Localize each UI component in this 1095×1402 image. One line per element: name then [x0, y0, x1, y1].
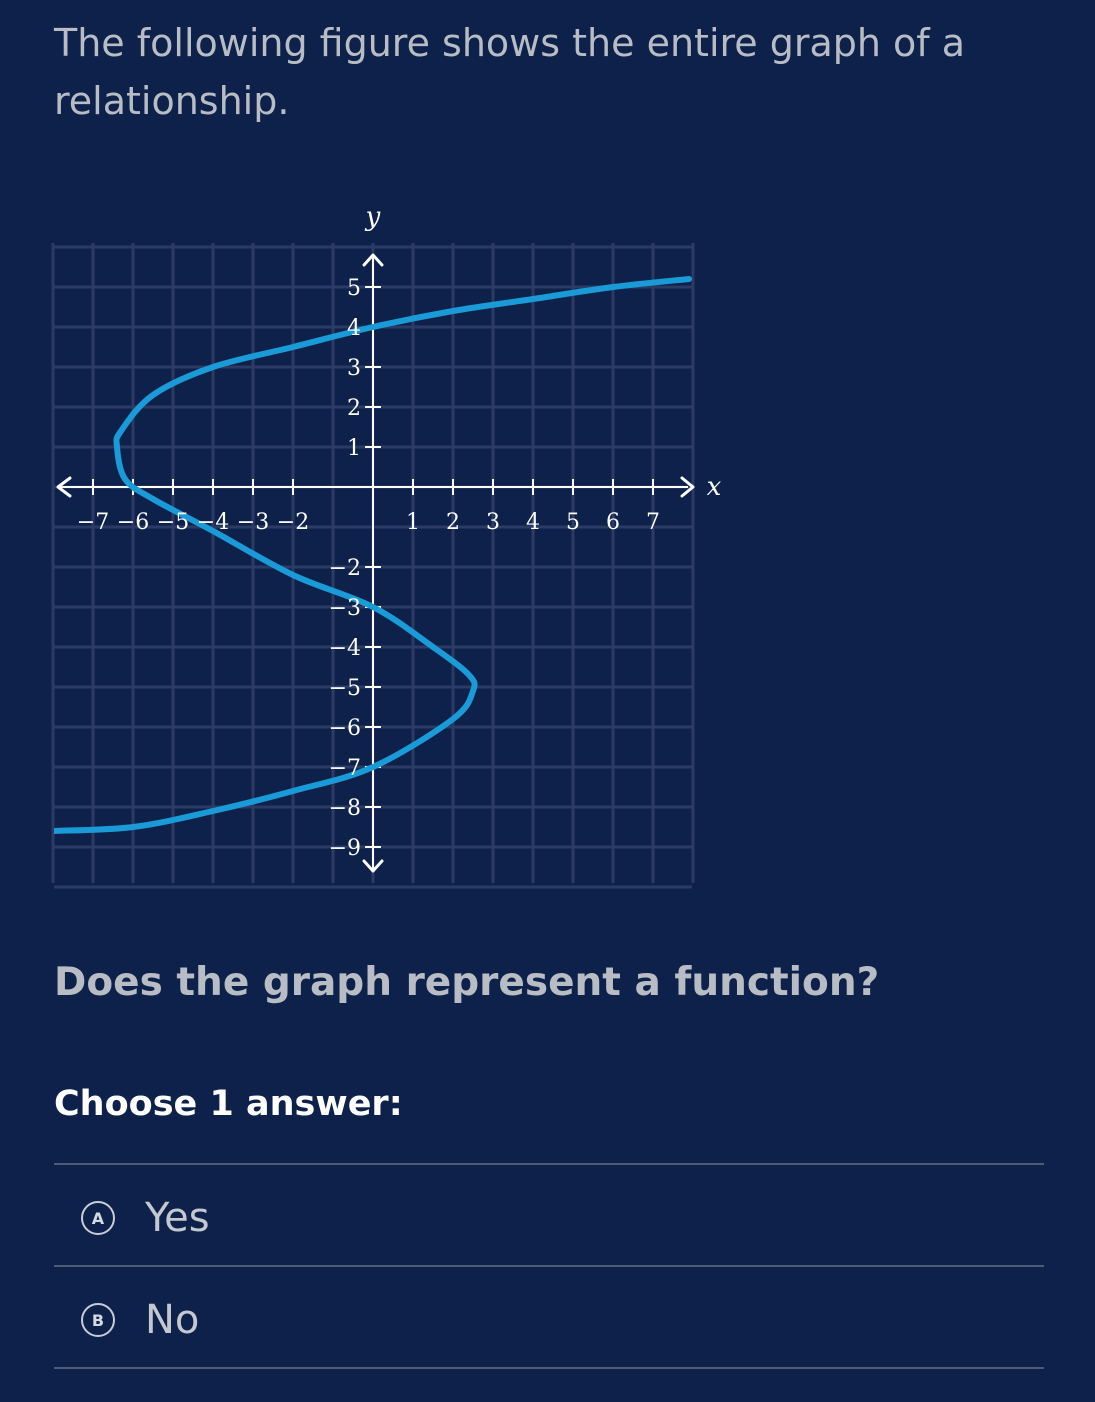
y-tick-label: −4: [329, 636, 361, 661]
y-axis-label: y: [365, 202, 381, 232]
y-axis-arrow-down: [362, 859, 384, 873]
y-tick-label: 5: [347, 276, 361, 301]
question-prompt: The following figure shows the entire gr…: [54, 21, 966, 123]
y-tick-label: −3: [329, 596, 361, 621]
x-axis-label: x: [707, 472, 722, 502]
question-text: Does the graph represent a function?: [54, 960, 880, 1005]
divider-bottom: [54, 1367, 1044, 1369]
y-tick-label: 2: [347, 396, 361, 421]
relation-curve-layer: [54, 276, 692, 834]
y-tick-label: −8: [329, 796, 361, 821]
y-tick-label: 3: [347, 356, 361, 381]
x-tick-label: 6: [606, 510, 620, 535]
y-tick-label: −7: [329, 756, 361, 781]
divider-top: [54, 1163, 1044, 1165]
coordinate-plane: −7 −6 −5 −4 −3 −2 1 2 3 4 5 6 7 5 4 3 2 1 −2 −3 −4 −5 −6 −7 −8 −9…: [51, 202, 722, 889]
option-letter-a: A: [81, 1201, 115, 1235]
x-axis-arrow-left: [56, 476, 72, 498]
x-tick-label: 1: [406, 510, 420, 535]
choose-label: Choose 1 answer:: [54, 1084, 403, 1124]
x-tick-label: −4: [197, 510, 229, 535]
axes: [56, 253, 695, 873]
x-tick-label: 7: [646, 510, 660, 535]
x-tick-label: 3: [486, 510, 500, 535]
x-tick-label: −2: [277, 510, 309, 535]
x-axis-arrow-right: [680, 476, 695, 498]
y-tick-label: 4: [347, 316, 361, 341]
answer-option-b[interactable]: B No: [54, 1270, 1044, 1370]
x-tick-label: 2: [446, 510, 460, 535]
y-axis-arrow-up: [362, 253, 384, 267]
x-tick-label: −5: [157, 510, 189, 535]
y-tick-label: −2: [329, 556, 361, 581]
y-tick-label: −9: [329, 836, 361, 861]
tick-labels: −7 −6 −5 −4 −3 −2 1 2 3 4 5 6 7 5 4 3 2 1 −2 −3 −4 −5 −6 −7 −8 −9…: [77, 202, 722, 861]
option-text-a: Yes: [145, 1195, 210, 1241]
x-tick-label: 5: [566, 510, 580, 535]
y-tick-label: −5: [329, 676, 361, 701]
x-tick-label: −3: [237, 510, 269, 535]
x-tick-label: −6: [117, 510, 149, 535]
option-letter-b: B: [81, 1303, 115, 1337]
graph: −7 −6 −5 −4 −3 −2 1 2 3 4 5 6 7 5 4 3 2 1 −2 −3 −4 −5 −6 −7 −8 −9…: [0, 190, 760, 890]
x-tick-label: −7: [77, 510, 109, 535]
option-text-b: No: [145, 1297, 200, 1343]
ticks: [92, 286, 654, 848]
divider-middle: [54, 1265, 1044, 1267]
relation-curve: [54, 276, 692, 834]
x-tick-label: 4: [526, 510, 540, 535]
y-tick-label: −6: [329, 716, 361, 741]
answer-option-a[interactable]: A Yes: [54, 1168, 1044, 1268]
y-tick-label: 1: [347, 436, 361, 461]
